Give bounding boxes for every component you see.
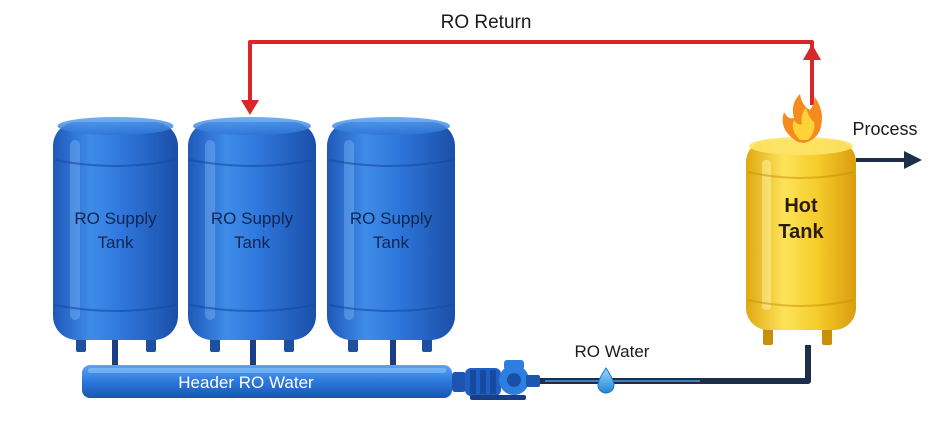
tank-2-label-line1: RO Supply	[211, 209, 294, 228]
return-arrow-down-icon	[241, 100, 259, 115]
hot-tank-label-line2: Tank	[778, 221, 824, 243]
ro-supply-tank-3: RO Supply Tank	[327, 117, 455, 340]
flame-icon	[782, 94, 822, 143]
tank-2-label-line2: Tank	[234, 233, 270, 252]
pump-icon	[452, 360, 540, 400]
header-ro-water-pipe: Header RO Water	[82, 365, 452, 398]
return-arrow-up-icon	[803, 44, 821, 60]
process-outlet-line	[856, 151, 922, 169]
ro-return-label: RO Return	[441, 12, 532, 33]
hot-tank: Hot Tank	[746, 137, 856, 330]
process-arrow-icon	[904, 151, 922, 169]
tank-1-label-line2: Tank	[98, 233, 134, 252]
ro-supply-tank-1: RO Supply Tank	[53, 117, 178, 340]
ro-supply-tank-2: RO Supply Tank	[188, 117, 316, 340]
header-label: Header RO Water	[178, 373, 314, 392]
tank-3-label-line1: RO Supply	[350, 209, 433, 228]
water-drop-icon	[597, 367, 615, 394]
ro-return-line	[241, 40, 821, 115]
process-label: Process	[852, 119, 917, 139]
ro-water-label: RO Water	[575, 342, 650, 361]
tank-1-label-line1: RO Supply	[74, 209, 157, 228]
tank-3-label-line2: Tank	[373, 233, 409, 252]
hot-tank-label-line1: Hot	[784, 195, 818, 217]
ro-water-flow-line	[540, 345, 811, 384]
